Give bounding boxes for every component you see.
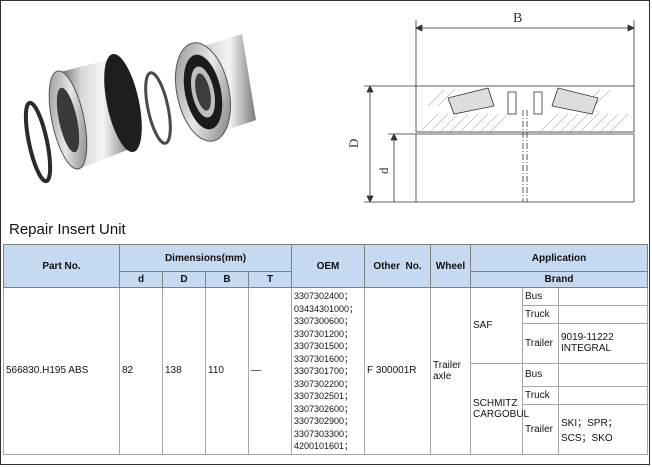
oem-number: 3307301200； [294,328,354,339]
section-caption: Repair Insert Unit [9,221,126,238]
oem-number: 3307303300； [294,428,354,439]
cross-section-drawing: B D d [348,11,635,203]
oem-number: 3307301500； [294,341,354,351]
cell-type: Bus [522,287,559,306]
cell-part-no: 566830.H195 ABS [3,287,120,455]
oem-number: 3307300600； [294,316,354,326]
header-brand: Brand [469,271,649,288]
cell-type: Truck [522,386,559,405]
cell-type: Truck [522,305,559,324]
cell-wheel: Trailer axle [430,287,471,455]
cell-B: 110 [205,287,249,455]
header-B: B [205,271,249,288]
cell-d: 82 [119,287,163,455]
header-part-no: Part No. [3,244,120,288]
oem-number: 4200101601； [294,441,354,451]
cell-note [557,305,649,324]
label-B: B [513,11,522,26]
cell-note [557,362,649,387]
header-other-no: Other No. [364,244,431,288]
cell-brand-schmitz: SCHMITZ CARGOBUL [470,362,529,455]
cell-note [557,287,649,306]
cell-type: Bus [522,362,559,387]
cell-note [557,386,649,405]
header-T: T [248,271,292,288]
oem-number: 03434301000； [294,303,359,314]
cell-other-no: F 300001R [364,287,431,455]
cell-oem-list: 3307302400； 03434301000； 3307300600； 330… [291,287,365,455]
cell-note: 9019-11222 INTEGRAL [557,323,649,364]
header-D-large: D [162,271,206,288]
oem-number: 3307302900； [294,416,354,426]
label-D: D [348,139,361,148]
oem-number: 3307302200； [294,378,354,389]
oem-number: 3307301700； [294,366,354,376]
header-dimensions: Dimensions(mm) [119,244,292,272]
header-d-small: d [119,271,163,288]
oem-number: 3307302400； [294,291,354,301]
cell-brand-saf: SAF [470,287,523,364]
header-wheel: Wheel [430,244,471,288]
oem-number: 3307302600； [294,403,354,414]
oem-number: 3307301600； [294,353,354,364]
cell-T: — [248,287,292,455]
spec-table: Part No. Dimensions(mm) OEM Other No. Wh… [3,244,649,455]
label-d: d [376,167,391,174]
oem-number: 3307302501； [294,391,354,401]
cell-note: SKI；SPR；SCS；SKO [557,404,649,455]
cell-D: 138 [162,287,206,455]
header-oem: OEM [291,244,365,288]
header-application: Application [469,244,649,272]
cell-type: Trailer [522,323,559,364]
cell-type: Trailer [522,404,559,455]
product-photo [23,34,256,184]
